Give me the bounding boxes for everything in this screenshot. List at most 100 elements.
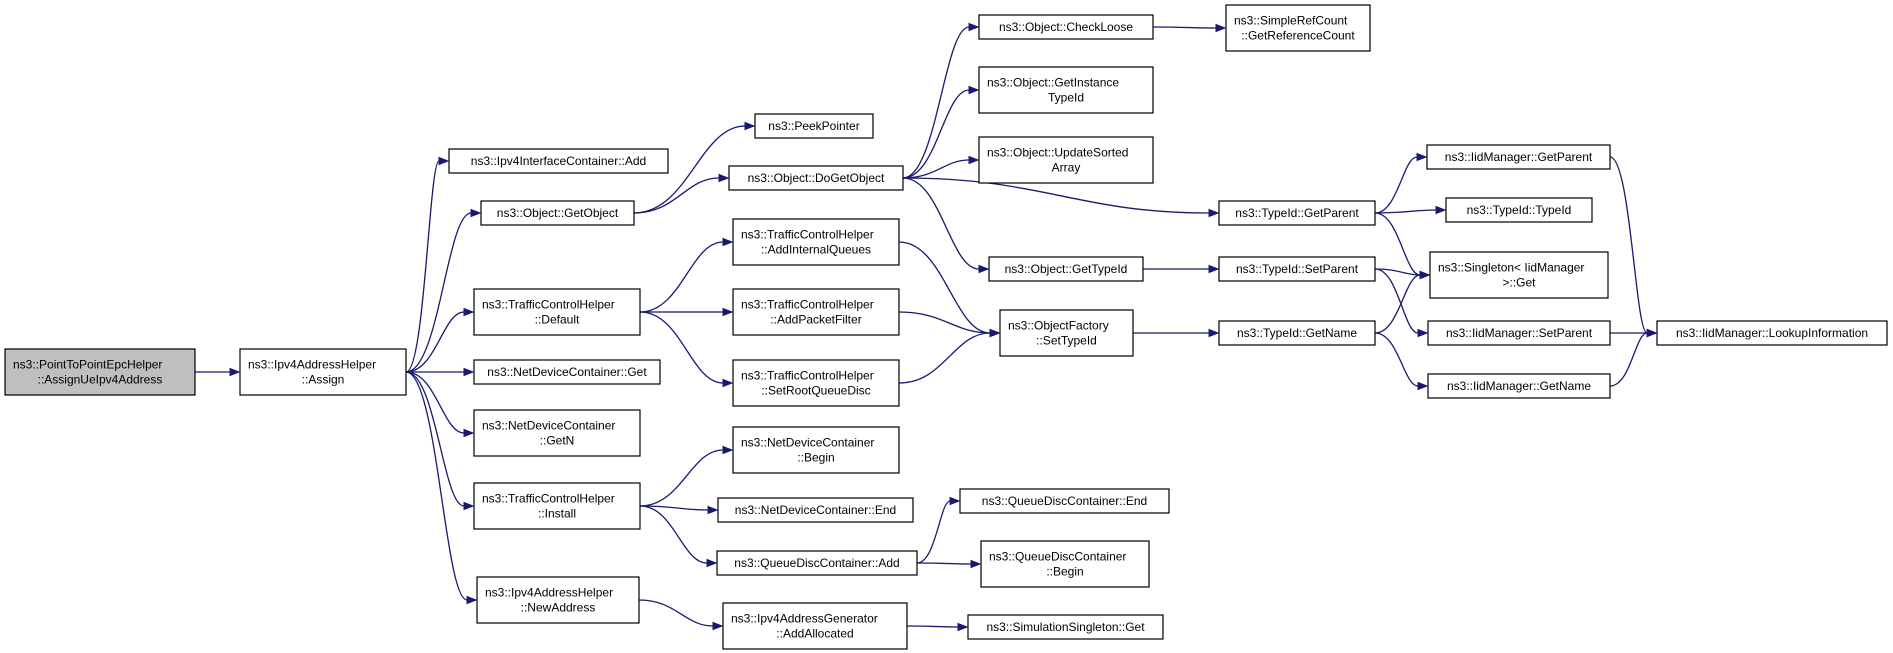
- node-addAllocated[interactable]: ns3::Ipv4AddressGenerator::AddAllocated: [722, 602, 908, 650]
- node-qdcAdd[interactable]: ns3::QueueDiscContainer::Add: [716, 550, 918, 576]
- edge-assign-to-ndcGetN: [405, 371, 475, 438]
- edge-assign-to-ndcGet: [406, 367, 475, 377]
- node-label: ns3::TrafficControlHelper: [741, 228, 874, 242]
- node-peekPointer[interactable]: ns3::PeekPointer: [754, 113, 874, 139]
- node-box: [1218, 200, 1376, 226]
- node-setRootQueueDisc[interactable]: ns3::TrafficControlHelper::SetRootQueueD…: [732, 359, 900, 407]
- edge-tchInstall-to-ndcEnd: [639, 505, 719, 515]
- edge-assign-to-tchDefault: [405, 307, 475, 373]
- edge-newAddress-to-addAllocated: [638, 599, 724, 631]
- node-tidGetName[interactable]: ns3::TypeId::GetName: [1218, 320, 1376, 346]
- node-lookupInfo[interactable]: ns3::IidManager::LookupInformation: [1656, 320, 1888, 346]
- node-getObject[interactable]: ns3::Object::GetObject: [480, 200, 635, 226]
- edge-getObject-to-doGetObject: [633, 173, 730, 214]
- node-box: [732, 288, 900, 336]
- node-label: ::NewAddress: [521, 601, 596, 615]
- edge-line: [405, 371, 465, 434]
- node-box: [1225, 4, 1371, 52]
- node-label: ns3::Object::CheckLoose: [999, 20, 1133, 34]
- node-label: ns3::Singleton< IidManager: [1438, 261, 1584, 275]
- node-tidSetParent[interactable]: ns3::TypeId::SetParent: [1218, 256, 1376, 282]
- node-label: ns3::QueueDiscContainer: [989, 550, 1126, 564]
- node-ndcGet[interactable]: ns3::NetDeviceContainer::Get: [473, 359, 661, 385]
- node-label: ::GetReferenceCount: [1241, 29, 1355, 43]
- node-getRefCount[interactable]: ns3::SimpleRefCount::GetReferenceCount: [1225, 4, 1371, 52]
- edge-addAllocated-to-simSingletonGet: [906, 622, 969, 632]
- node-label: ::AssignUeIpv4Address: [38, 373, 163, 387]
- node-addPacketFilter[interactable]: ns3::TrafficControlHelper::AddPacketFilt…: [732, 288, 900, 336]
- node-ofSetTypeId[interactable]: ns3::ObjectFactory::SetTypeId: [999, 309, 1134, 357]
- edge-arrowhead: [722, 445, 734, 455]
- edge-line: [1374, 156, 1418, 214]
- node-addInternalQueues[interactable]: ns3::TrafficControlHelper::AddInternalQu…: [732, 218, 900, 266]
- node-box: [988, 256, 1144, 282]
- node-qdcEnd[interactable]: ns3::QueueDiscContainer::End: [959, 488, 1170, 514]
- edge-arrowhead: [463, 307, 475, 317]
- node-qdcBegin[interactable]: ns3::QueueDiscContainer::Begin: [980, 540, 1150, 588]
- edge-arrowhead: [968, 85, 980, 95]
- node-box: [717, 497, 914, 523]
- node-label: TypeId: [1048, 91, 1084, 105]
- edge-getObject-to-peekPointer: [633, 121, 756, 214]
- edge-arrowhead: [1208, 264, 1220, 274]
- node-box: [980, 540, 1150, 588]
- edge-arrowhead: [722, 307, 734, 317]
- node-doGetObject[interactable]: ns3::Object::DoGetObject: [728, 165, 904, 191]
- edge-arrowhead: [229, 367, 241, 377]
- edge-tidGetName-to-singletonGet: [1374, 270, 1431, 334]
- node-box: [480, 200, 635, 226]
- node-singletonGet[interactable]: ns3::Singleton< IidManager>::Get: [1429, 251, 1609, 299]
- node-ificAdd[interactable]: ns3::Ipv4InterfaceContainer::Add: [448, 148, 669, 174]
- edge-line: [902, 26, 970, 179]
- node-getTypeId[interactable]: ns3::Object::GetTypeId: [988, 256, 1144, 282]
- node-root[interactable]: ns3::PointToPointEpcHelper::AssignUeIpv4…: [4, 348, 196, 396]
- node-box: [978, 14, 1154, 40]
- call-nodes: ns3::PointToPointEpcHelper::AssignUeIpv4…: [4, 4, 1888, 650]
- edge-tidSetParent-to-iidSetParent: [1374, 268, 1429, 338]
- edge-line: [639, 241, 724, 313]
- node-iidGetName[interactable]: ns3::IidManager::GetName: [1427, 373, 1611, 399]
- node-label: ::AddAllocated: [776, 627, 853, 641]
- edge-line: [405, 160, 440, 373]
- edge-arrowhead: [1208, 328, 1220, 338]
- node-iidSetParent[interactable]: ns3::IidManager::SetParent: [1427, 320, 1611, 346]
- edge-line: [916, 562, 972, 565]
- edge-line: [1374, 268, 1421, 276]
- node-simSingletonGet[interactable]: ns3::SimulationSingleton::Get: [967, 614, 1164, 640]
- node-tchDefault[interactable]: ns3::TrafficControlHelper::Default: [473, 288, 641, 336]
- edge-line: [639, 505, 708, 564]
- node-tidGetParent[interactable]: ns3::TypeId::GetParent: [1218, 200, 1376, 226]
- node-label: ns3::IidManager::GetParent: [1445, 150, 1593, 164]
- node-iidGetParent[interactable]: ns3::IidManager::GetParent: [1426, 144, 1611, 170]
- node-box: [1427, 373, 1611, 399]
- edge-line: [898, 311, 991, 334]
- node-newAddress[interactable]: ns3::Ipv4AddressHelper::NewAddress: [476, 576, 640, 624]
- node-label: ns3::Ipv4AddressHelper: [248, 358, 376, 372]
- edge-tchDefault-to-addInternalQueues: [639, 237, 734, 313]
- node-label: ns3::Ipv4AddressGenerator: [731, 612, 878, 626]
- edge-arrowhead: [722, 237, 734, 247]
- node-label: ns3::TrafficControlHelper: [482, 492, 615, 506]
- node-label: ns3::TrafficControlHelper: [482, 298, 615, 312]
- node-label: ::AddInternalQueues: [761, 243, 871, 257]
- edge-arrowhead: [463, 428, 475, 438]
- call-edges: [195, 22, 1658, 632]
- node-ndcBegin[interactable]: ns3::NetDeviceContainer::Begin: [732, 426, 900, 474]
- node-ndcEnd[interactable]: ns3::NetDeviceContainer::End: [717, 497, 914, 523]
- edge-line: [902, 177, 980, 270]
- node-tidTypeId[interactable]: ns3::TypeId::TypeId: [1445, 197, 1593, 223]
- node-label: ns3::SimulationSingleton::Get: [986, 620, 1145, 634]
- node-checkLoose[interactable]: ns3::Object::CheckLoose: [978, 14, 1154, 40]
- edge-arrowhead: [1646, 328, 1658, 338]
- node-box: [728, 165, 904, 191]
- node-tchInstall[interactable]: ns3::TrafficControlHelper::Install: [473, 482, 641, 530]
- node-ndcGetN[interactable]: ns3::NetDeviceContainer::GetN: [473, 409, 641, 457]
- edge-iidGetParent-to-lookupInfo: [1609, 156, 1658, 338]
- edge-line: [1152, 26, 1217, 29]
- node-assign[interactable]: ns3::Ipv4AddressHelper::Assign: [239, 348, 407, 396]
- edge-line: [1374, 268, 1419, 334]
- node-label: ::Default: [535, 313, 580, 327]
